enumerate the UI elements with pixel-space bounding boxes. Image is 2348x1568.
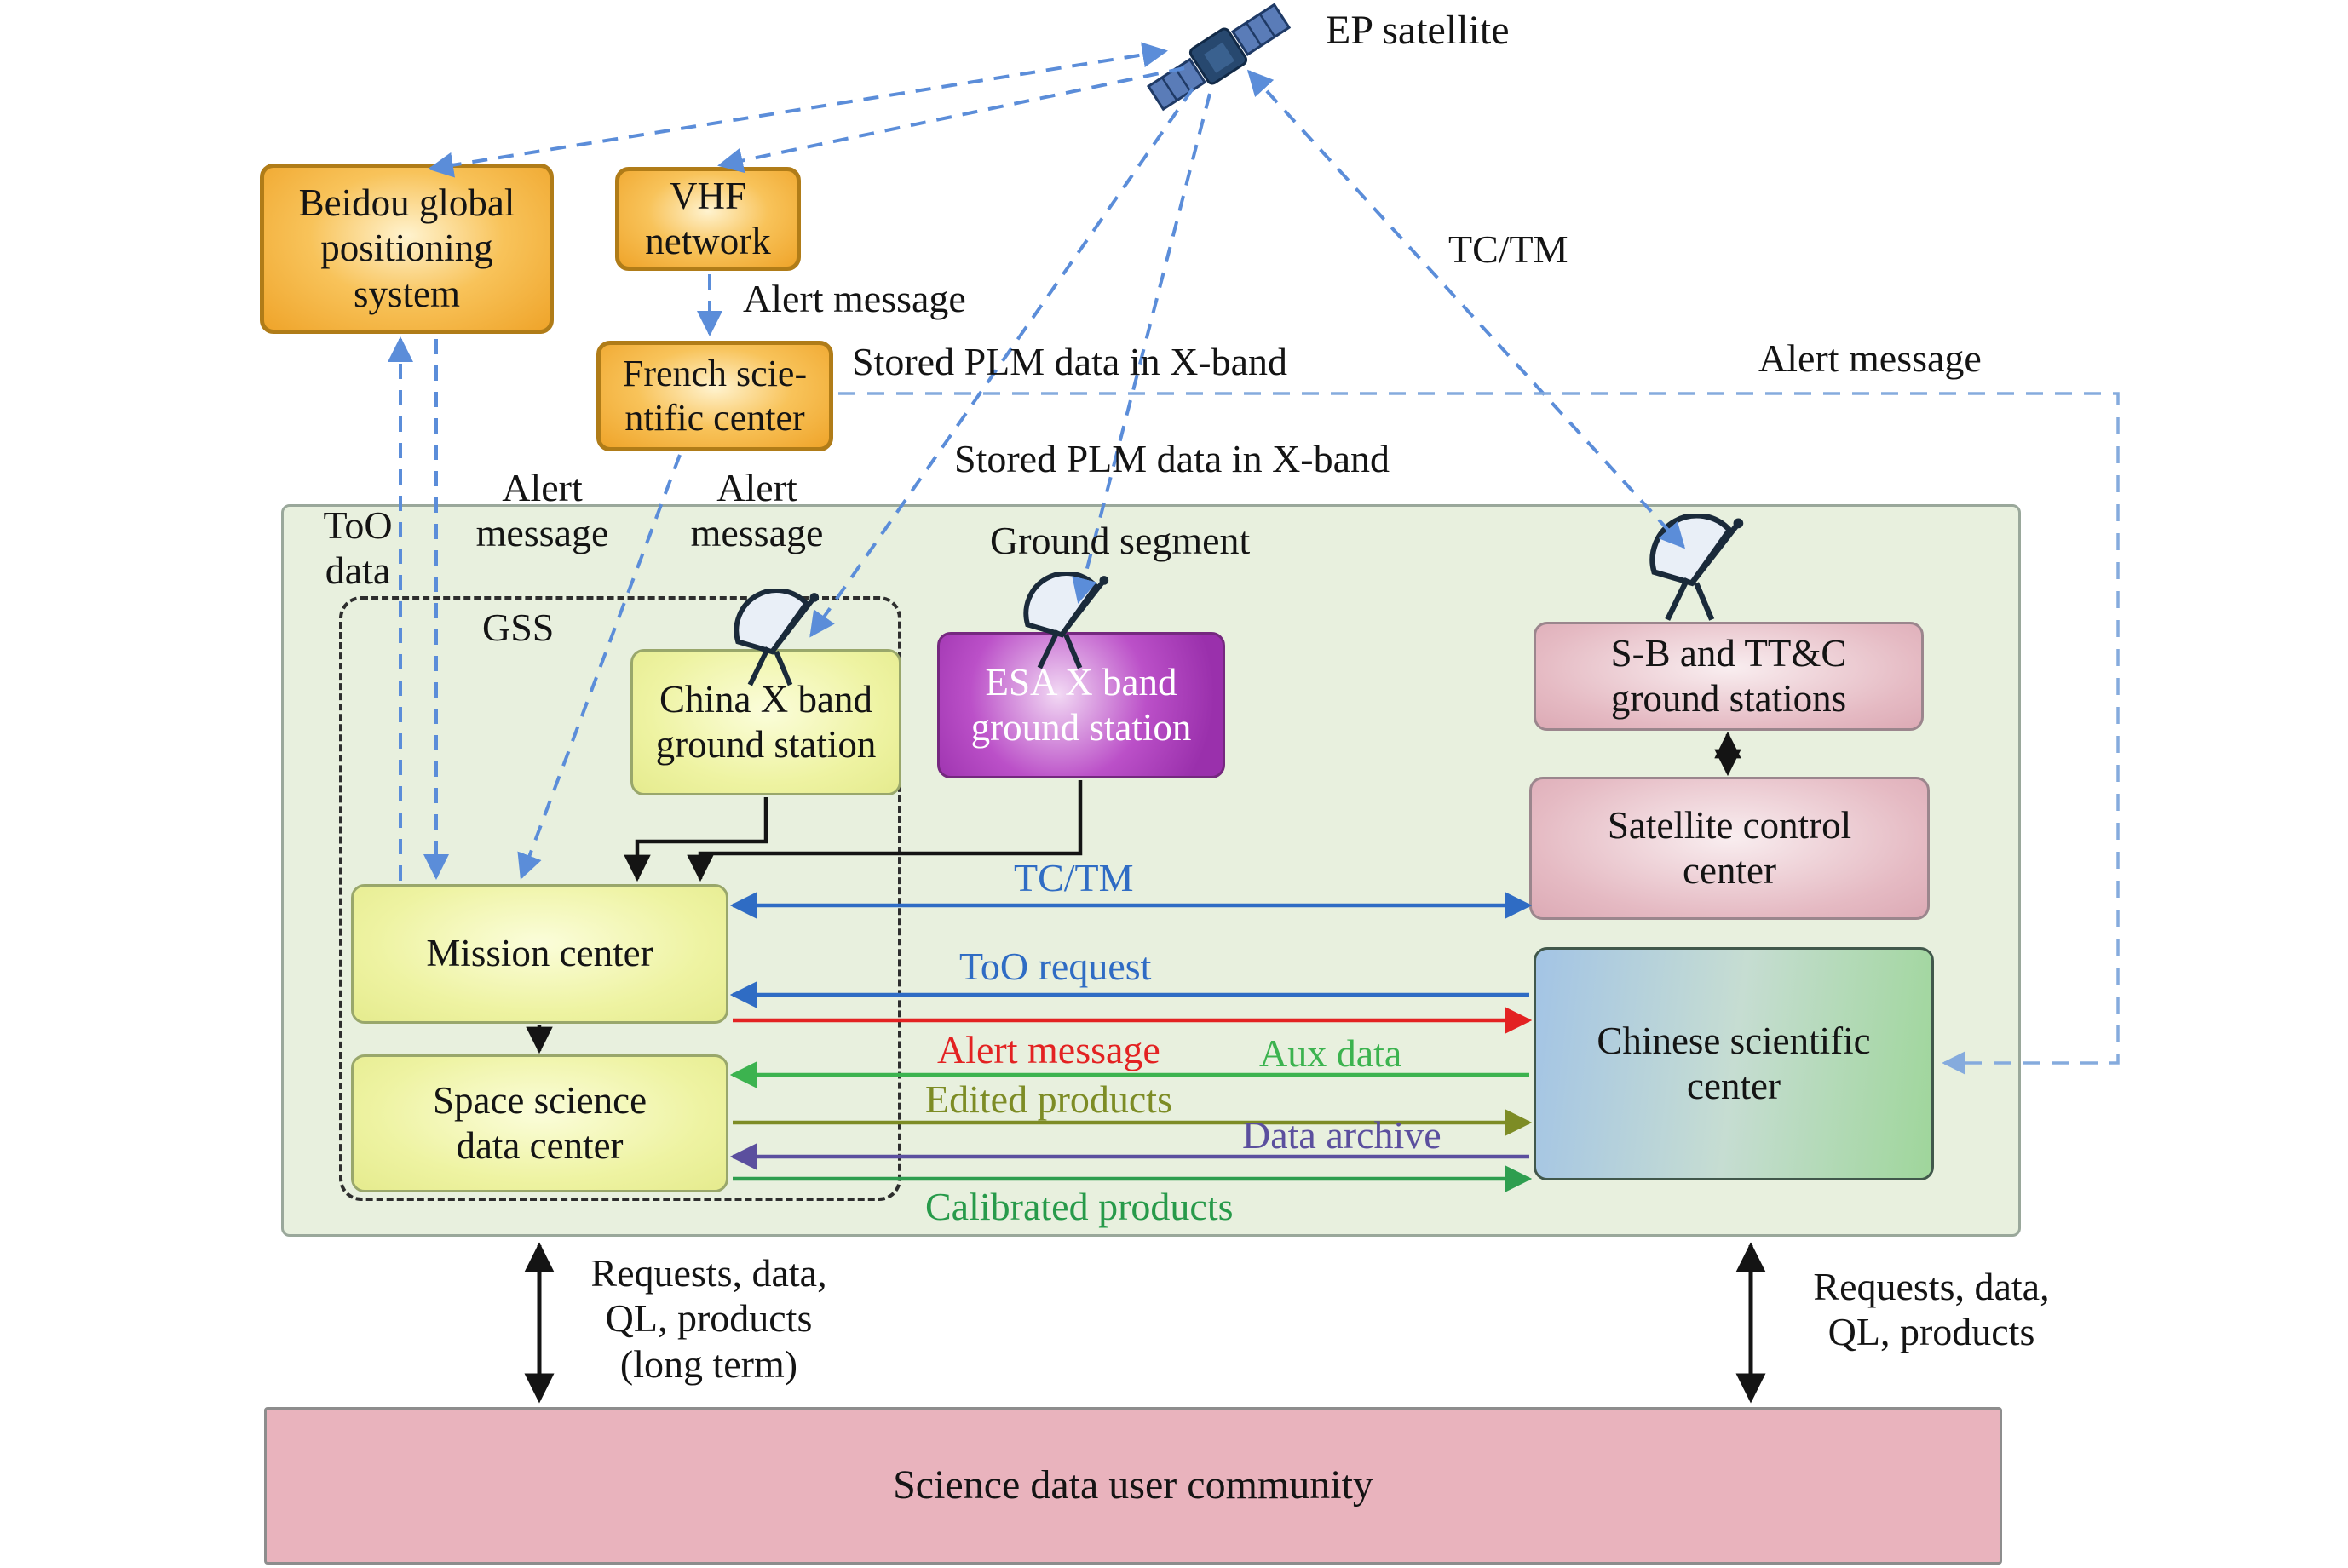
stored-plm-esa-label: Stored PLM data in X-band	[954, 437, 1390, 480]
node-vhf-network: VHF network	[615, 167, 801, 271]
node-scc-label: Satellite control center	[1607, 803, 1852, 892]
too-data-label: ToO data	[323, 503, 393, 593]
node-csc-label: Chinese scientific center	[1597, 1019, 1871, 1107]
node-space-science-data-center: Space science data center	[351, 1054, 728, 1192]
alert-message-vhf-label: Alert message	[743, 277, 966, 320]
alert-message-right-label: Alert message	[1758, 336, 1982, 380]
ep-satellite-label: EP satellite	[1326, 8, 1510, 53]
data-archive-label: Data archive	[1242, 1113, 1442, 1157]
calibrated-products-label: Calibrated products	[925, 1185, 1234, 1228]
node-chinese-scientific-center: Chinese scientific center	[1534, 947, 1934, 1180]
node-esa-gs-label: ESA X band ground station	[970, 660, 1192, 749]
node-ssdc-label: Space science data center	[432, 1078, 647, 1167]
node-sb-ttc-stations: S-B and TT&C ground stations	[1534, 622, 1924, 731]
node-china-gs-label: China X band ground station	[655, 677, 877, 766]
node-mission-center: Mission center	[351, 884, 728, 1024]
node-china-ground-station: China X band ground station	[630, 649, 901, 795]
edited-products-label: Edited products	[925, 1077, 1172, 1121]
stored-plm-china-label: Stored PLM data in X-band	[852, 340, 1288, 383]
ep-satellite-icon	[1146, 3, 1292, 112]
node-community-label: Science data user community	[893, 1462, 1373, 1508]
gss-label: GSS	[482, 606, 555, 649]
node-satellite-control-center: Satellite control center	[1529, 777, 1930, 920]
node-french-label: French scie-ntific center	[622, 353, 808, 439]
node-esa-ground-station: ESA X band ground station	[937, 632, 1225, 778]
requests-left-label: Requests, data, QL, products (long term)	[590, 1251, 827, 1386]
node-mission-label: Mission center	[426, 932, 653, 975]
alert-message-french-label: Alert message	[690, 466, 824, 555]
node-beidou: Beidou global positioning system	[260, 164, 554, 334]
node-vhf-label: VHF network	[645, 174, 771, 262]
requests-right-label: Requests, data, QL, products	[1813, 1265, 2050, 1354]
aux-data-label: Aux data	[1259, 1031, 1402, 1075]
alert-message-csc-label: Alert message	[937, 1028, 1160, 1071]
tctm-satellite-label: TC/TM	[1448, 227, 1568, 271]
too-request-label: ToO request	[959, 945, 1152, 988]
node-science-data-user-community: Science data user community	[264, 1407, 2002, 1565]
link-satellite-vhf	[717, 66, 1185, 174]
tctm-ground-label: TC/TM	[1014, 856, 1134, 899]
link-satellite-beidou	[428, 42, 1168, 178]
node-french-center: French scie-ntific center	[596, 341, 833, 451]
node-beidou-label: Beidou global positioning system	[298, 181, 515, 315]
ground-segment-label: Ground segment	[990, 519, 1251, 562]
node-sb-ttc-label: S-B and TT&C ground stations	[1610, 631, 1847, 720]
alert-message-beidou-label: Alert message	[475, 466, 609, 555]
